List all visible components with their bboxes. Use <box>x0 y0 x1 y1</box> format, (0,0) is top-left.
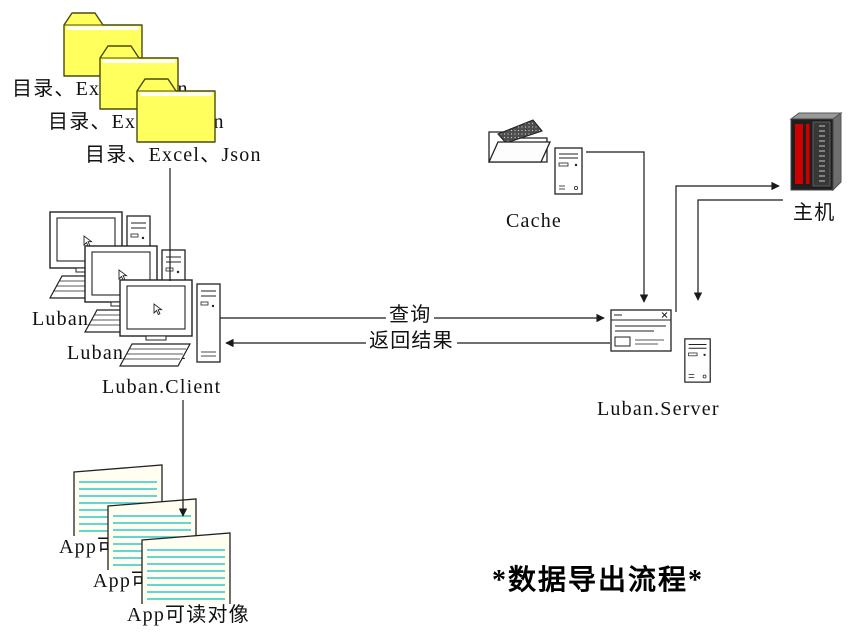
connector-server-to-host <box>675 181 780 312</box>
host-label: 主机 <box>791 202 838 225</box>
query-edge-label: 查询 <box>386 304 435 327</box>
diagram-title: *数据导出流程* <box>492 565 705 596</box>
cache-label: Cache <box>504 210 564 233</box>
mainframe-icon <box>786 110 844 194</box>
folder-icon <box>135 74 217 144</box>
server-label: Luban.Server <box>595 398 722 421</box>
workstation-icon <box>118 278 223 373</box>
app-objects-label: App可读对像 <box>125 604 252 627</box>
connector-host-to-server <box>693 199 783 301</box>
result-edge-label: 返回结果 <box>366 330 457 353</box>
connector-cache-to-server <box>586 151 649 303</box>
server-tower-icon <box>682 337 714 384</box>
client-label: Luban.Client <box>100 376 224 399</box>
document-icon <box>140 530 232 608</box>
open-folder-icon <box>486 112 552 166</box>
server-tower-icon <box>552 146 586 196</box>
app-window-icon <box>610 309 672 352</box>
export-files-label: 目录、Excel、Json <box>83 144 264 167</box>
